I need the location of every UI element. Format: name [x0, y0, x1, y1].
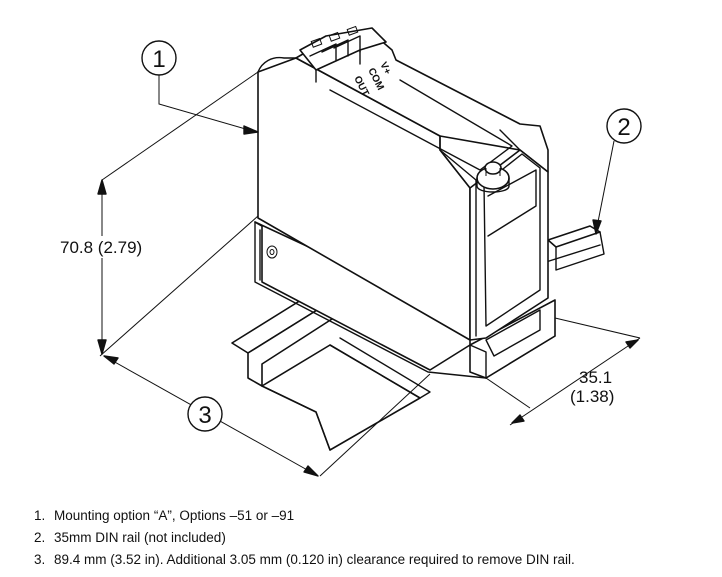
screw-hole-icon — [266, 245, 278, 259]
height-dimension-label: 70.8 (2.79) — [60, 238, 142, 257]
callout-3-label: 3 — [198, 402, 211, 429]
depth-dimension: 35.1 (1.38) — [485, 317, 641, 426]
callout-3: 3 — [187, 396, 223, 432]
depth-dimension-mm: 35.1 — [579, 368, 612, 387]
height-dimension: 70.8 (2.79) — [55, 71, 259, 357]
module-housing: V+ COM OUT — [257, 25, 549, 341]
din-rail — [231, 225, 605, 451]
callout-1: 1 — [141, 40, 259, 135]
terminal-label-vplus: V+ — [377, 60, 393, 76]
callout-1-label: 1 — [152, 46, 165, 73]
terminal-block — [299, 25, 387, 83]
mounting-plate — [254, 221, 556, 379]
notes-list: 1.Mounting option “A”, Options –51 or –9… — [34, 505, 575, 571]
depth-dimension-in: (1.38) — [570, 387, 614, 406]
callout-2-label: 2 — [617, 114, 630, 141]
note-item: 3.89.4 mm (3.52 in). Additional 3.05 mm … — [34, 552, 575, 567]
callout-2: 2 — [592, 108, 642, 235]
note-item: 1.Mounting option “A”, Options –51 or –9… — [34, 508, 295, 523]
note-item: 2.35mm DIN rail (not included) — [34, 530, 226, 545]
isometric-drawing: V+ COM OUT 70.8 (2.79) 35.1 (1.38) 1 — [55, 25, 642, 477]
adjustment-knob-icon — [476, 161, 510, 193]
